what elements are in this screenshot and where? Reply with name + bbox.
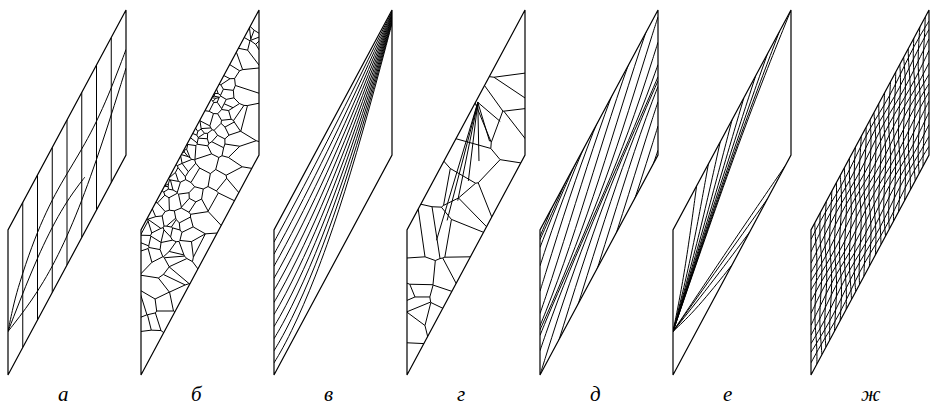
panel-letter: д (590, 384, 601, 405)
panel-letter: е (723, 384, 732, 405)
wing-outline (673, 10, 791, 375)
mesh (673, 10, 791, 332)
wing-outline (407, 10, 525, 375)
panel-letter: а (58, 384, 69, 405)
wing-outline (811, 10, 929, 375)
panel-letter: в (324, 384, 333, 405)
wing-outline (274, 10, 392, 375)
mesh (8, 38, 126, 348)
mesh (139, 5, 261, 377)
wing-outline (540, 10, 658, 375)
panel-letter: г (457, 384, 465, 405)
mesh (405, 28, 527, 377)
mesh (811, 17, 929, 364)
panel-letter: б (191, 384, 202, 405)
wing-outline (141, 10, 259, 375)
mesh (540, 0, 658, 412)
panel-letter: ж (861, 384, 881, 405)
wing-outline (8, 10, 126, 375)
